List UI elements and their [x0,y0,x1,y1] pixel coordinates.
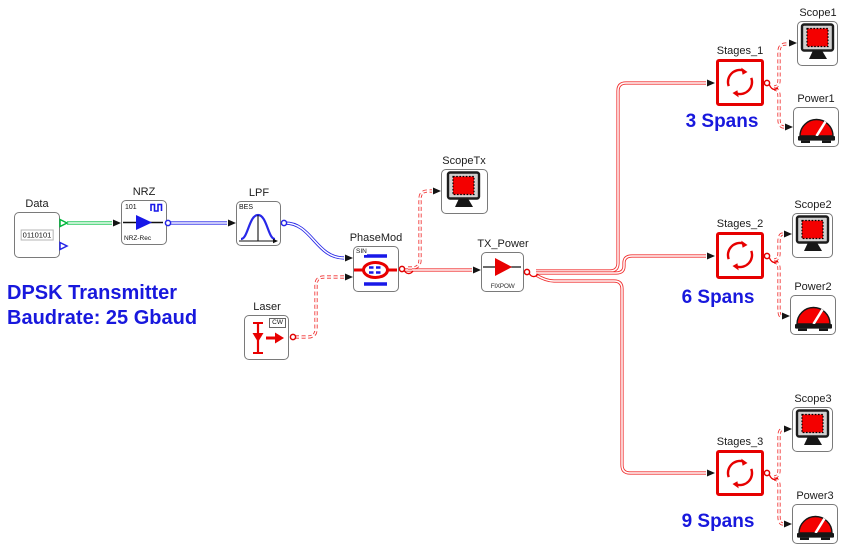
block-data-label: Data [25,198,49,210]
block-stages2-label: Stages_2 [716,218,764,230]
block-laser[interactable]: CW [244,315,289,360]
link-laser-phasemod [295,275,344,339]
block-scope3[interactable] [792,407,833,452]
data-pattern: 0110101 [20,229,54,241]
crt-monitor-icon [795,215,830,251]
link-txpower-stages2 [536,254,706,275]
analog-gauge-icon [798,118,835,143]
block-stages2[interactable] [716,232,764,279]
block-stages1-label: Stages_1 [716,45,764,57]
nrz-coder-icon [123,215,163,230]
block-power2[interactable] [790,295,836,335]
block-stages3-label: Stages_3 [716,436,764,448]
block-nrz[interactable]: 101 NRZ-Rec [121,200,167,245]
lpf-filter-tag: BES [239,204,254,211]
block-scope1-label: Scope1 [799,7,837,19]
block-data[interactable]: 0110101 [14,212,60,258]
recirculating-loop-icon [726,67,754,98]
phase-modulator-icon [354,254,397,286]
block-txpower[interactable]: FIXPOW [481,252,524,292]
schematic-title: DPSK Transmitter Baudrate: 25 Gbaud [7,281,197,331]
block-stages3[interactable] [716,450,764,496]
analog-gauge-icon [797,515,834,540]
recirculating-loop-icon [726,240,754,271]
block-power1[interactable] [793,107,839,147]
block-stages1[interactable] [716,59,764,106]
title-line1: DPSK Transmitter [7,282,178,304]
laser-mode-tag: CW [269,318,286,328]
block-phasemod[interactable]: SIN [353,246,399,292]
phasemod-drive-tag: SIN [356,248,367,255]
spans-note-3: 9 Spans [681,511,755,532]
pulse-waveform-icon [150,203,163,212]
block-scopetx-label: ScopeTx [442,155,486,167]
amplifier-icon [483,258,521,276]
block-power3-label: Power3 [796,490,834,502]
nrz-bits-tag: 101 [125,204,137,211]
txpower-mode-tag: FIXPOW [490,283,515,290]
crt-monitor-icon [800,23,835,59]
block-phasemod-label: PhaseMod [349,232,403,244]
spans-note-2: 6 Spans [681,287,755,308]
link-lpf-phasemod [284,221,345,260]
title-line2: Baudrate: 25 Gbaud [7,307,198,329]
laser-diode-icon [252,322,284,354]
analog-gauge-icon [795,306,832,331]
block-lpf[interactable]: BES [236,201,281,246]
block-txpower-label: TX_Power [477,238,529,250]
block-scope2-label: Scope2 [794,199,832,211]
nrz-type-tag: NRZ-Rec [124,235,152,242]
block-laser-label: Laser [253,301,281,313]
link-stages1-scope1 [773,42,788,89]
recirculating-loop-icon [726,458,754,489]
block-scope3-label: Scope3 [794,393,832,405]
output-ports [59,79,779,481]
block-power3[interactable] [792,504,838,544]
link-phasemod-scopetx [408,189,432,270]
block-scopetx[interactable] [441,169,488,214]
block-nrz-label: NRZ [132,186,156,198]
crt-monitor-icon [795,409,830,445]
block-power1-label: Power1 [797,93,835,105]
block-power2-label: Power2 [794,281,832,293]
block-scope1[interactable] [797,21,838,66]
block-lpf-label: LPF [248,187,270,199]
link-stages2-scope2 [773,232,784,262]
lowpass-filter-icon [239,213,278,244]
spans-note-1: 3 Spans [685,111,759,132]
block-scope2[interactable] [792,213,833,258]
crt-monitor-icon [446,171,481,207]
